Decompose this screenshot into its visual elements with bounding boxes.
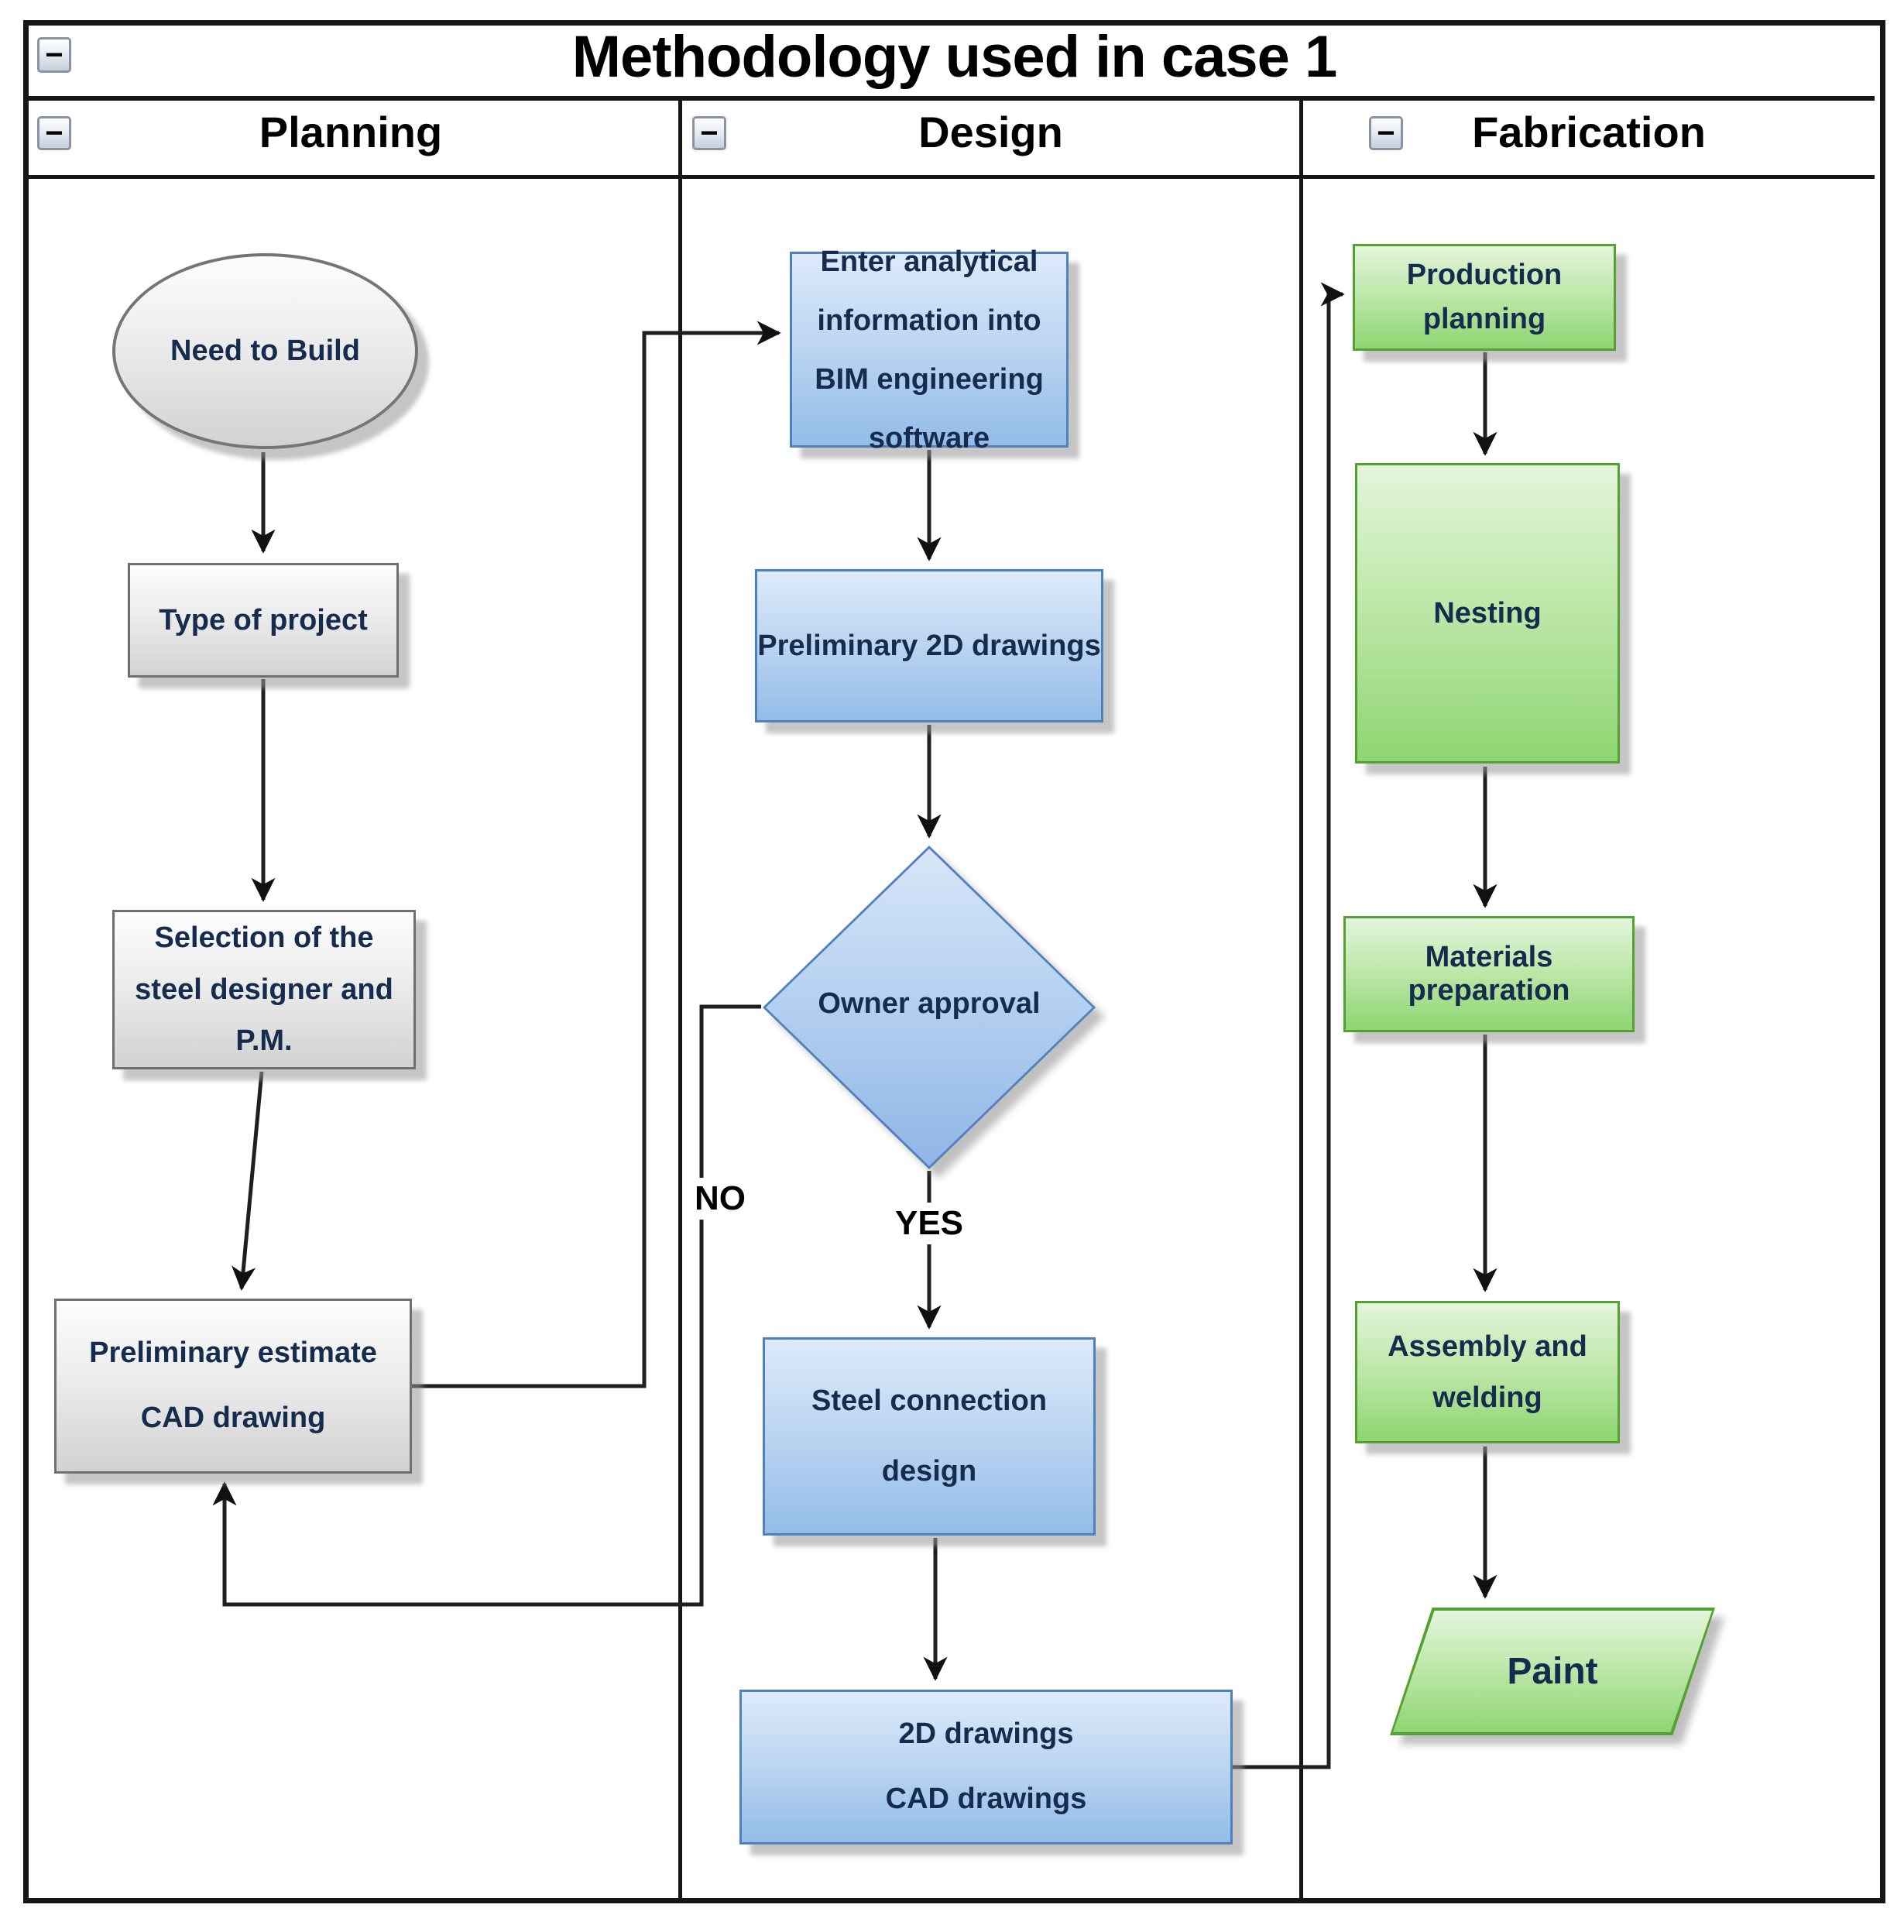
node-label: Preliminary estimate CAD drawing [89, 1337, 377, 1434]
node-preliminary-2d-drawings: Preliminary 2D drawings [755, 569, 1103, 722]
node-label: Selection of the steel designer and P.M. [135, 921, 393, 1058]
diamond-fill: Owner approval [766, 849, 1093, 1166]
page-title: Methodology used in case 1 [571, 24, 1338, 90]
edge-label-no: NO [688, 1178, 752, 1220]
node-materials-preparation: Materials preparation [1343, 916, 1635, 1032]
node-2d-cad-drawings: 2D drawings CAD drawings [739, 1690, 1233, 1844]
node-need-to-build: Need to Build [112, 253, 418, 449]
node-owner-approval-decision: Owner approval [763, 846, 1096, 1169]
node-assembly-and-welding: Assembly and welding [1355, 1301, 1620, 1443]
lane-divider-design-fabrication [1299, 96, 1303, 1898]
node-paint: Paint [1390, 1608, 1715, 1735]
node-label: Need to Build [170, 335, 360, 367]
parallelogram-fill: Paint [1393, 1611, 1712, 1732]
node-steel-connection-design: Steel connection design [763, 1337, 1096, 1536]
diagram-outer-border [23, 20, 1885, 1903]
collapse-button-title[interactable]: − [37, 37, 71, 73]
title-separator [23, 96, 1875, 101]
minus-icon: − [45, 38, 63, 72]
node-label: Steel connection design [811, 1384, 1048, 1488]
node-preliminary-estimate-cad: Preliminary estimate CAD drawing [54, 1299, 412, 1474]
node-label: Enter analytical information into BIM en… [815, 245, 1044, 455]
node-label: Owner approval [818, 987, 1041, 1020]
node-nesting: Nesting [1355, 463, 1620, 764]
edge-label-yes: YES [888, 1203, 970, 1244]
minus-icon: − [45, 116, 63, 150]
lane-divider-planning-design [678, 96, 682, 1898]
node-enter-bim-software: Enter analytical information into BIM en… [790, 245, 1069, 455]
node-label: Assembly and welding [1388, 1330, 1587, 1415]
node-type-of-project: Type of project [128, 563, 399, 678]
node-label: Materials preparation [1408, 941, 1570, 1007]
collapse-button-fabrication[interactable]: − [1369, 116, 1403, 150]
lane-header-design: Design [918, 108, 1063, 156]
node-label: Preliminary 2D drawings [757, 629, 1101, 662]
header-separator [23, 175, 1875, 179]
collapse-button-planning[interactable]: − [37, 116, 71, 150]
node-label: Paint [1507, 1651, 1598, 1692]
lane-header-fabrication: Fabrication [1472, 108, 1706, 156]
node-label: Type of project [159, 603, 368, 637]
node-label: Production planning [1406, 259, 1563, 335]
node-production-planning: Production planning [1353, 244, 1616, 351]
minus-icon: − [1377, 116, 1395, 150]
minus-icon: − [700, 116, 719, 150]
node-label: 2D drawings CAD drawings [885, 1718, 1087, 1815]
node-label: Nesting [1433, 596, 1542, 630]
collapse-button-design[interactable]: − [692, 116, 726, 150]
lane-header-planning: Planning [259, 108, 443, 156]
node-selection-steel-designer-pm: Selection of the steel designer and P.M. [112, 910, 416, 1069]
